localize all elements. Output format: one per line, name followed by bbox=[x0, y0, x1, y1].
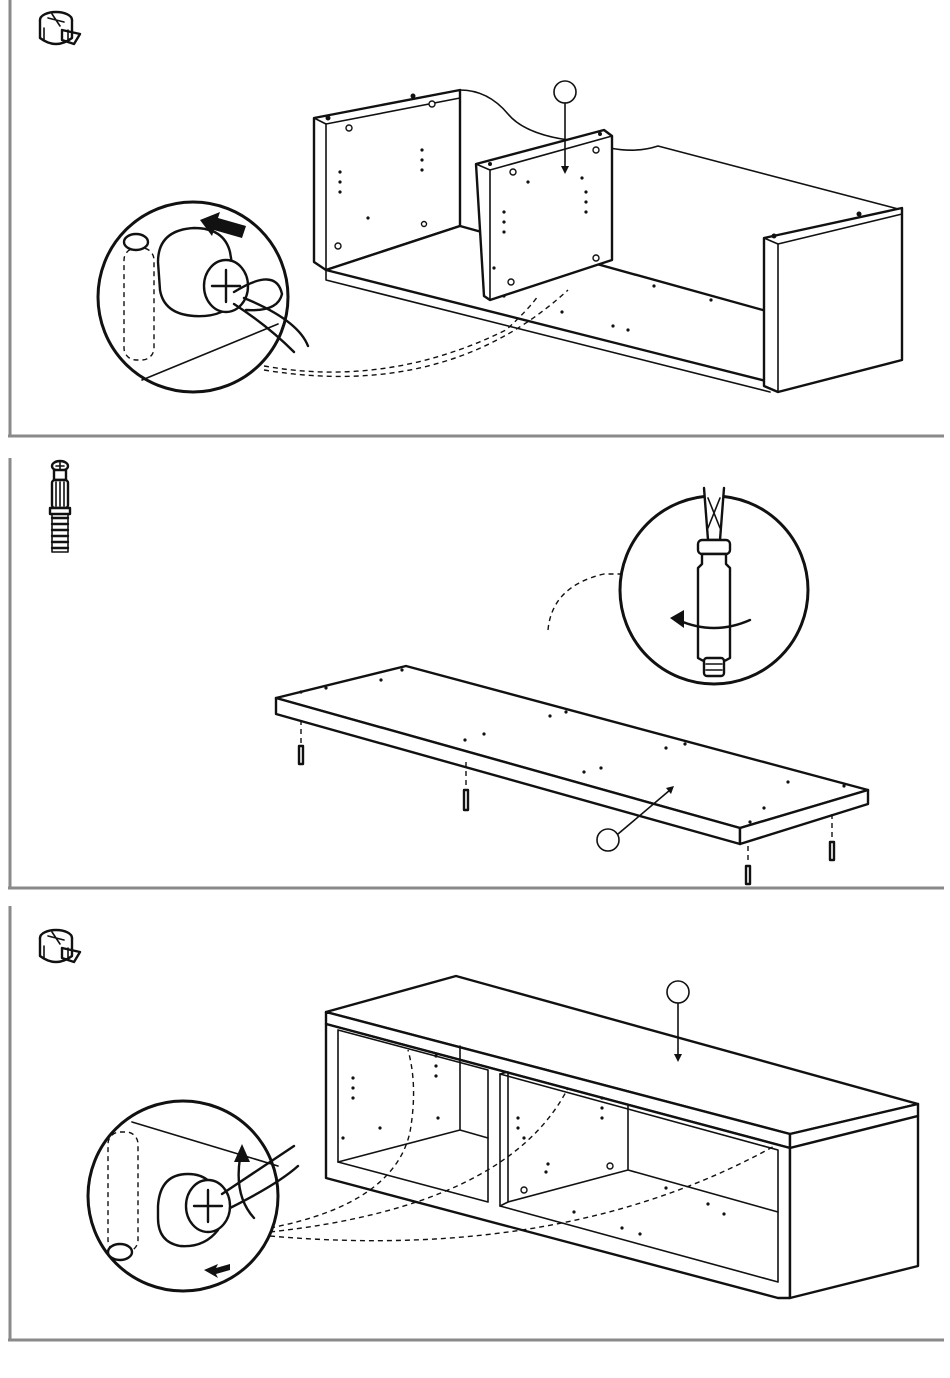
cabinet-right-side bbox=[764, 208, 902, 392]
shelf-board bbox=[276, 666, 868, 844]
lock-cam-detail bbox=[88, 1101, 298, 1291]
detail-leader-line bbox=[548, 574, 620, 630]
dowel-screw-icon bbox=[50, 461, 70, 552]
step-2-panel bbox=[8, 458, 944, 890]
step-3-panel bbox=[8, 906, 944, 1342]
cam-lock-icon bbox=[40, 12, 80, 44]
step-1-panel bbox=[8, 0, 944, 438]
cam-lock-icon bbox=[40, 930, 80, 962]
tighten-cam-lock-detail bbox=[98, 202, 308, 392]
step-2-illustration bbox=[8, 458, 944, 890]
step-3-illustration bbox=[8, 906, 944, 1342]
step-1-illustration bbox=[8, 0, 944, 438]
assembled-cabinet bbox=[326, 976, 918, 1298]
screw-in-dowel-detail bbox=[620, 488, 808, 684]
